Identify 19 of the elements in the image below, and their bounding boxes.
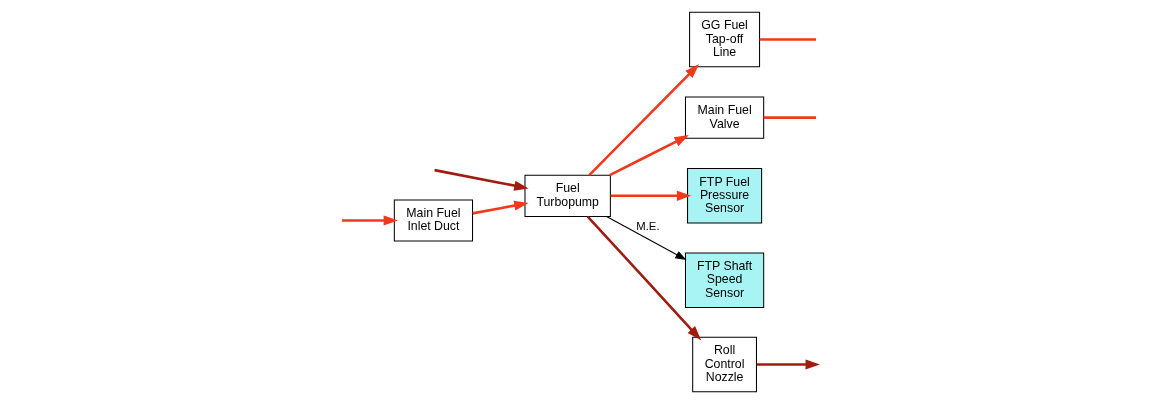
- arrow: [341, 215, 398, 226]
- node-box: Main Fuel Inlet Duct: [393, 199, 473, 242]
- arrow: [610, 190, 691, 201]
- arrow: [756, 359, 820, 370]
- edge-label: M.E.: [635, 219, 660, 232]
- arrow: [586, 215, 701, 341]
- arrow: [471, 200, 529, 215]
- node-box: GG Fuel Tap-off Line: [688, 11, 760, 68]
- node-box: Main Fuel Valve: [684, 96, 764, 139]
- node-box: Fuel Turbopump: [523, 174, 611, 217]
- arrow: [587, 64, 699, 176]
- arrow: [433, 168, 529, 191]
- node-box: Roll Control Nozzle: [691, 336, 757, 393]
- arrow: [605, 215, 687, 261]
- node-box: FTP Shaft Speed Sensor: [684, 252, 764, 308]
- node-box: FTP Fuel Pressure Sensor: [686, 168, 762, 224]
- arrow: [608, 135, 689, 177]
- connector: [763, 116, 816, 119]
- connector: [759, 38, 816, 41]
